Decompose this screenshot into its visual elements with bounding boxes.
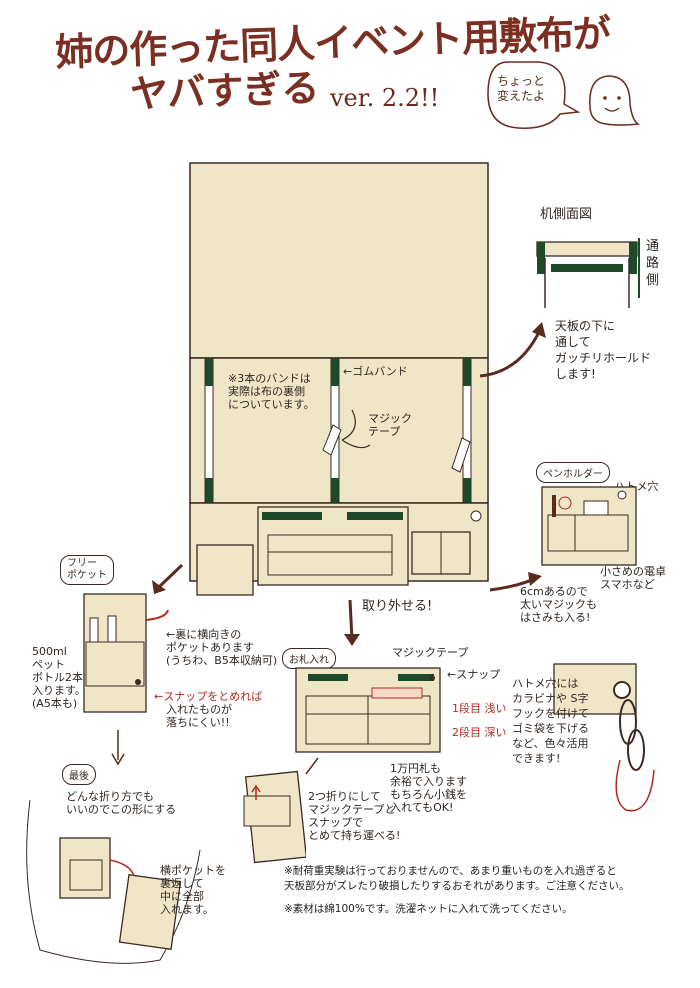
final-label: 最後 [62,764,96,785]
money-case-snap: ←スナップ [447,668,501,681]
pen-holder-illustration [541,486,637,566]
speech-bubble-illustration [487,61,641,129]
final-illustration [26,799,201,964]
hook-text: ハトメ穴には カラビナや S字 フックを付けて ゴミ袋を下げる など、色々活用 … [512,677,589,765]
bottle-capacity-text: 500ml ペット ボトル2本 入ります。 (A5本も) [32,645,86,710]
desk-side-illustration [536,238,640,308]
desk-side-heading: 机側面図 [540,207,593,222]
warning-note: ※耐荷重実験は行っておりませんので、あまり重いものを入れ過ぎると 天板部分がズレ… [284,865,630,892]
aisle-side-label: 通 路 側 [646,239,660,288]
removable-label: 取り外せる! [362,599,433,614]
magic-tape-label: マジック テープ [368,412,412,438]
snap-text-red: ←スナップをとめれば [154,690,263,703]
final-text1: どんな折り方でも いいのでこの形にする [66,790,177,816]
band-note: ※3本のバンドは 実際は布の裏側 についています。 [228,372,315,411]
tier2-label: 2段目 深い [452,726,507,739]
hook-illustration [553,663,655,812]
version-label: ver. 2.2!! [330,84,440,112]
pen-holder-right-caption: 小さめの電卓 スマホなど [600,565,666,591]
rubber-band-label: ←ゴムバンド [343,365,408,378]
ghost-face-icon [589,75,641,126]
money-case-note: 1万円札も 余裕で入ります もちろん小銭を 入れてもOK! [390,762,467,814]
hold-text: 天板の下に 通して ガッチリホールド します! [555,319,652,381]
snap-text: 入れたものが 落ちにくい!! [166,703,232,729]
pen-holder-left-caption: 6cmあるので 太いマジックも はさみも入る! [520,585,597,624]
back-pocket-text: ←裏に横向きの ポケットあります (うちわ、B5本収納可) [166,628,278,667]
free-pocket-label: フリー ポケット [60,555,114,585]
pen-holder-label: ペンホルダー [536,462,610,483]
money-case-illustration [295,667,441,753]
tier1-label: 1段目 浅い [452,702,507,715]
money-case-magic-tape: マジックテープ [392,646,469,659]
folded-money-case-illustration [243,770,306,864]
free-pocket-illustration [83,593,169,713]
material-note: ※素材は綿100%です。洗濯ネットに入れて洗ってください。 [284,903,573,915]
bubble-text: ちょっと 変えたよ [497,74,546,103]
final-text2: 横ポケットを 裏返して 中に全部 入れます。 [160,864,226,916]
fold-note: 2つ折りにして マジックテープと スナップで とめて持ち運べる! [308,790,401,842]
